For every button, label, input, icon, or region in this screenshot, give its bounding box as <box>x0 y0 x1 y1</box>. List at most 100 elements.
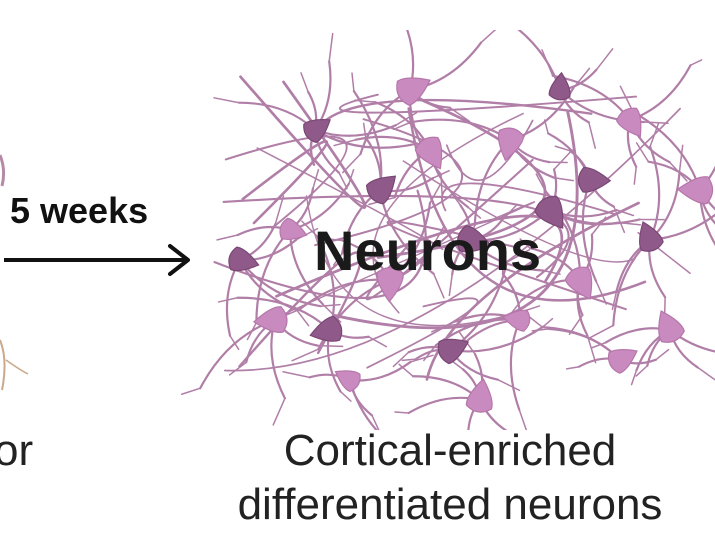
dendrite-branch <box>342 153 362 174</box>
dendrite-branch <box>531 328 550 332</box>
dendrite-branch <box>351 72 355 92</box>
dendrite-branch <box>635 142 650 163</box>
dendrite-branch <box>328 32 334 63</box>
neuron-soma <box>564 266 593 300</box>
dendrite-branch <box>506 249 531 263</box>
dendrite-branch <box>327 238 344 242</box>
neuron-soma <box>334 370 361 393</box>
dendrite-branch <box>431 320 457 333</box>
dendrite-branch <box>449 106 471 123</box>
neuron-soma <box>437 338 470 365</box>
dendrite-branch <box>553 176 574 182</box>
neuron-soma <box>502 309 531 332</box>
dendrite-branch <box>348 168 355 185</box>
dendrite-branch <box>362 122 367 139</box>
dendrite-branch <box>553 149 573 171</box>
dendrite-branch <box>480 30 497 44</box>
neuron-soma <box>228 246 260 272</box>
neuron-soma <box>607 349 638 374</box>
neuron-soma <box>365 175 397 205</box>
neuron-soma <box>534 195 564 229</box>
neuron-soma <box>548 71 571 101</box>
dendrite-branch <box>595 48 614 71</box>
dendrite-branch <box>565 365 580 370</box>
partial-cell-fragment <box>0 339 29 391</box>
neuron-soma <box>309 315 343 342</box>
neurons-label: Neurons <box>314 219 542 282</box>
dendrite-branch <box>216 234 239 241</box>
caption-line-2: differentiated neurons <box>237 480 663 529</box>
dendrite-branch <box>591 216 607 236</box>
dendrite-branch <box>367 335 388 348</box>
neuron-soma <box>414 136 443 170</box>
dendrite-branch <box>316 344 344 348</box>
dendrite-branch <box>213 97 240 104</box>
dendrite-branch <box>229 334 240 351</box>
neuron-soma <box>457 225 492 253</box>
left-caption-fragment: or <box>0 426 34 475</box>
dendrite-branch <box>371 414 380 430</box>
dendrite <box>348 378 378 430</box>
neuron-soma <box>577 167 612 193</box>
neuron-soma <box>497 127 525 162</box>
caption-line-1: Cortical-enriched <box>283 426 617 475</box>
dendrite-branch <box>497 378 521 392</box>
right-arrow-icon <box>4 244 190 276</box>
dendrite-branch <box>333 138 357 147</box>
neurite-fiber <box>223 107 681 372</box>
neuron-soma <box>639 221 664 252</box>
neuron-soma <box>376 267 404 303</box>
neurite-fiber <box>224 135 348 230</box>
dendrite-branch <box>409 354 434 363</box>
dendrite-branch <box>554 145 571 152</box>
neuron-soma <box>465 378 493 413</box>
neurite-fiber <box>309 98 593 166</box>
dendrite-branch <box>501 259 504 275</box>
arrow-label: 5 weeks <box>10 190 149 231</box>
dendrite-branch <box>633 166 637 185</box>
dendrite-branch <box>589 324 614 339</box>
neuron-soma <box>279 217 308 241</box>
dendrite-branch <box>312 168 320 190</box>
dendrite-branch <box>228 361 247 376</box>
dendrite-branch <box>451 193 462 207</box>
partial-cell-edge <box>0 154 6 187</box>
dendrite-branch <box>535 173 546 192</box>
dendrite-branch <box>613 205 626 234</box>
dendrite-branch <box>272 397 286 426</box>
dendrite-branch <box>332 252 343 266</box>
neuron-soma <box>252 306 288 333</box>
dendrite <box>648 145 661 242</box>
neuron-soma <box>616 107 642 138</box>
dendrite-branch <box>678 144 684 173</box>
neurite-fiber <box>222 194 570 279</box>
dendrite-branch <box>181 387 201 395</box>
dendrite-branch <box>434 226 444 243</box>
dendrite-branch <box>697 366 715 381</box>
dendrite-branch <box>354 99 376 103</box>
dendrite-branch <box>519 238 531 249</box>
dendrite-branch <box>295 309 310 327</box>
neurite-fiber <box>241 140 329 225</box>
dendrite-branch <box>518 408 528 430</box>
neuron-soma <box>396 77 431 106</box>
dendrite-branch <box>615 209 635 217</box>
dendrite-branch <box>655 348 670 361</box>
neurite-fiber <box>425 201 640 381</box>
neurite-fiber <box>305 195 541 327</box>
dendrite-branch <box>689 59 703 67</box>
dendrite-branch <box>282 370 311 379</box>
caption: Cortical-enriched differentiated neurons <box>190 424 710 532</box>
neurite-fiber <box>407 107 647 302</box>
neurite-fiber <box>366 297 479 369</box>
dendrite-branch <box>542 269 561 275</box>
dendrite-branch <box>392 351 410 368</box>
dendrite-branch <box>301 220 319 238</box>
dendrite-branch <box>429 183 442 204</box>
dendrite <box>509 318 522 411</box>
dendrite-branch <box>542 317 554 328</box>
dendrite-branch <box>398 363 414 378</box>
neuron-soma <box>658 310 685 343</box>
dendrite-branch <box>448 273 453 297</box>
dendrite-branch <box>432 272 445 299</box>
